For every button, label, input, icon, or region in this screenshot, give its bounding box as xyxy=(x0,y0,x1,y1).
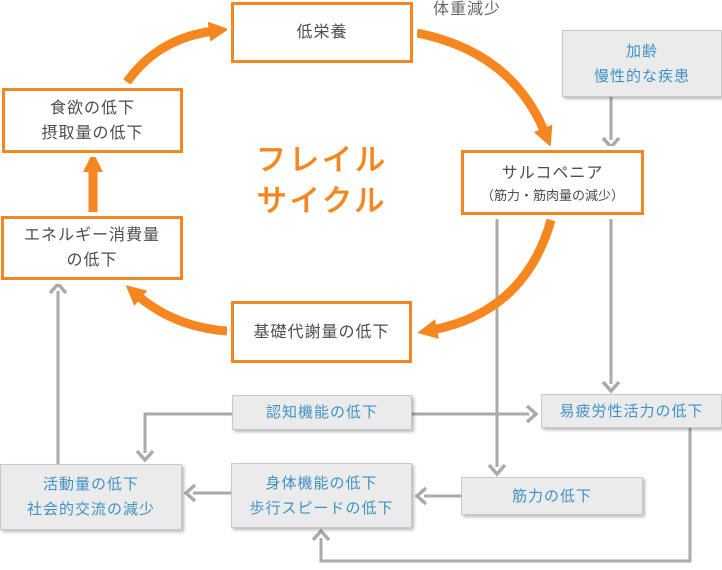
arc-malnutrition-to-sarcopenia xyxy=(416,28,553,147)
arrowhead-up-icon xyxy=(311,528,331,542)
box-appetite-decline: 食欲の低下 摂取量の低下 xyxy=(2,88,183,153)
box-energy-expenditure: エネルギー消費量 の低下 xyxy=(1,216,183,280)
box-cognitive-label: 認知機能の低下 xyxy=(265,404,378,421)
box-physical-line1: 身体機能の低下 xyxy=(265,474,378,492)
box-fatigue-vitality-decline: 易疲労性活力の低下 xyxy=(541,394,722,428)
box-physical-function-decline: 身体機能の低下 歩行スピードの低下 xyxy=(231,463,412,528)
arrowhead-down-icon xyxy=(135,449,155,463)
arc-metabolism-to-energy xyxy=(125,285,228,336)
box-aging-line1: 加齢 xyxy=(625,42,658,60)
arrowhead-up-icon xyxy=(48,281,68,295)
box-fatigue-label: 易疲労性活力の低下 xyxy=(559,402,704,420)
gray-arrowheads xyxy=(48,136,621,542)
box-energy-line2: の低下 xyxy=(66,252,118,269)
box-muscle-strength-decline: 筋力の低下 xyxy=(461,477,643,515)
arrowhead-down-icon xyxy=(601,380,621,394)
arrowhead-down-icon xyxy=(487,463,507,477)
box-muscle-label: 筋力の低下 xyxy=(511,487,592,505)
arrowhead-left-icon xyxy=(183,483,197,503)
box-sarcopenia-line2: （筋力・筋肉量の減少） xyxy=(480,187,624,203)
weight-loss-label: 体重減少 xyxy=(433,1,502,18)
box-appetite-line1: 食欲の低下 xyxy=(49,99,135,117)
orange-cycle-arrows xyxy=(83,21,556,339)
arc-appetite-to-malnutrition xyxy=(123,21,229,85)
box-energy-line1: エネルギー消費量 xyxy=(23,227,160,244)
box-sarcopenia: サルコペニア （筋力・筋肉量の減少） xyxy=(461,150,644,215)
diagram-title-line2: サイクル xyxy=(256,185,388,218)
box-sarcopenia-line1: サルコペニア xyxy=(501,164,604,182)
box-malnutrition-label: 低栄養 xyxy=(296,24,348,41)
box-basal-metabolism: 基礎代謝量の低下 xyxy=(231,301,412,363)
arc-sarcopenia-to-metabolism xyxy=(417,218,556,339)
arrowhead-left-icon xyxy=(414,486,428,506)
line-fatigue-to-physical xyxy=(319,428,692,563)
box-malnutrition: 低栄養 xyxy=(231,2,413,63)
box-aging-line2: 慢性的な疾患 xyxy=(593,67,690,85)
diagram-title-line1: フレイル xyxy=(256,144,388,177)
line-cognitive-to-activity xyxy=(143,412,232,453)
box-activity-social-decline: 活動量の低下 社会的交流の減少 xyxy=(0,464,182,530)
box-aging-chronic-disease: 加齢 慢性的な疾患 xyxy=(562,30,722,97)
diagram-title: フレイル サイクル xyxy=(212,140,432,222)
box-activity-line1: 活動量の低下 xyxy=(42,476,139,493)
box-metabolism-label: 基礎代謝量の低下 xyxy=(253,323,390,341)
arrowhead-down-icon xyxy=(601,136,621,150)
box-appetite-line2: 摂取量の低下 xyxy=(41,124,144,142)
box-cognitive-decline: 認知機能の低下 xyxy=(232,395,412,430)
box-physical-line2: 歩行スピードの低下 xyxy=(249,499,394,517)
arrowhead-right-icon xyxy=(525,404,539,424)
box-activity-line2: 社会的交流の減少 xyxy=(26,501,155,518)
gray-connector-lines xyxy=(56,97,692,563)
